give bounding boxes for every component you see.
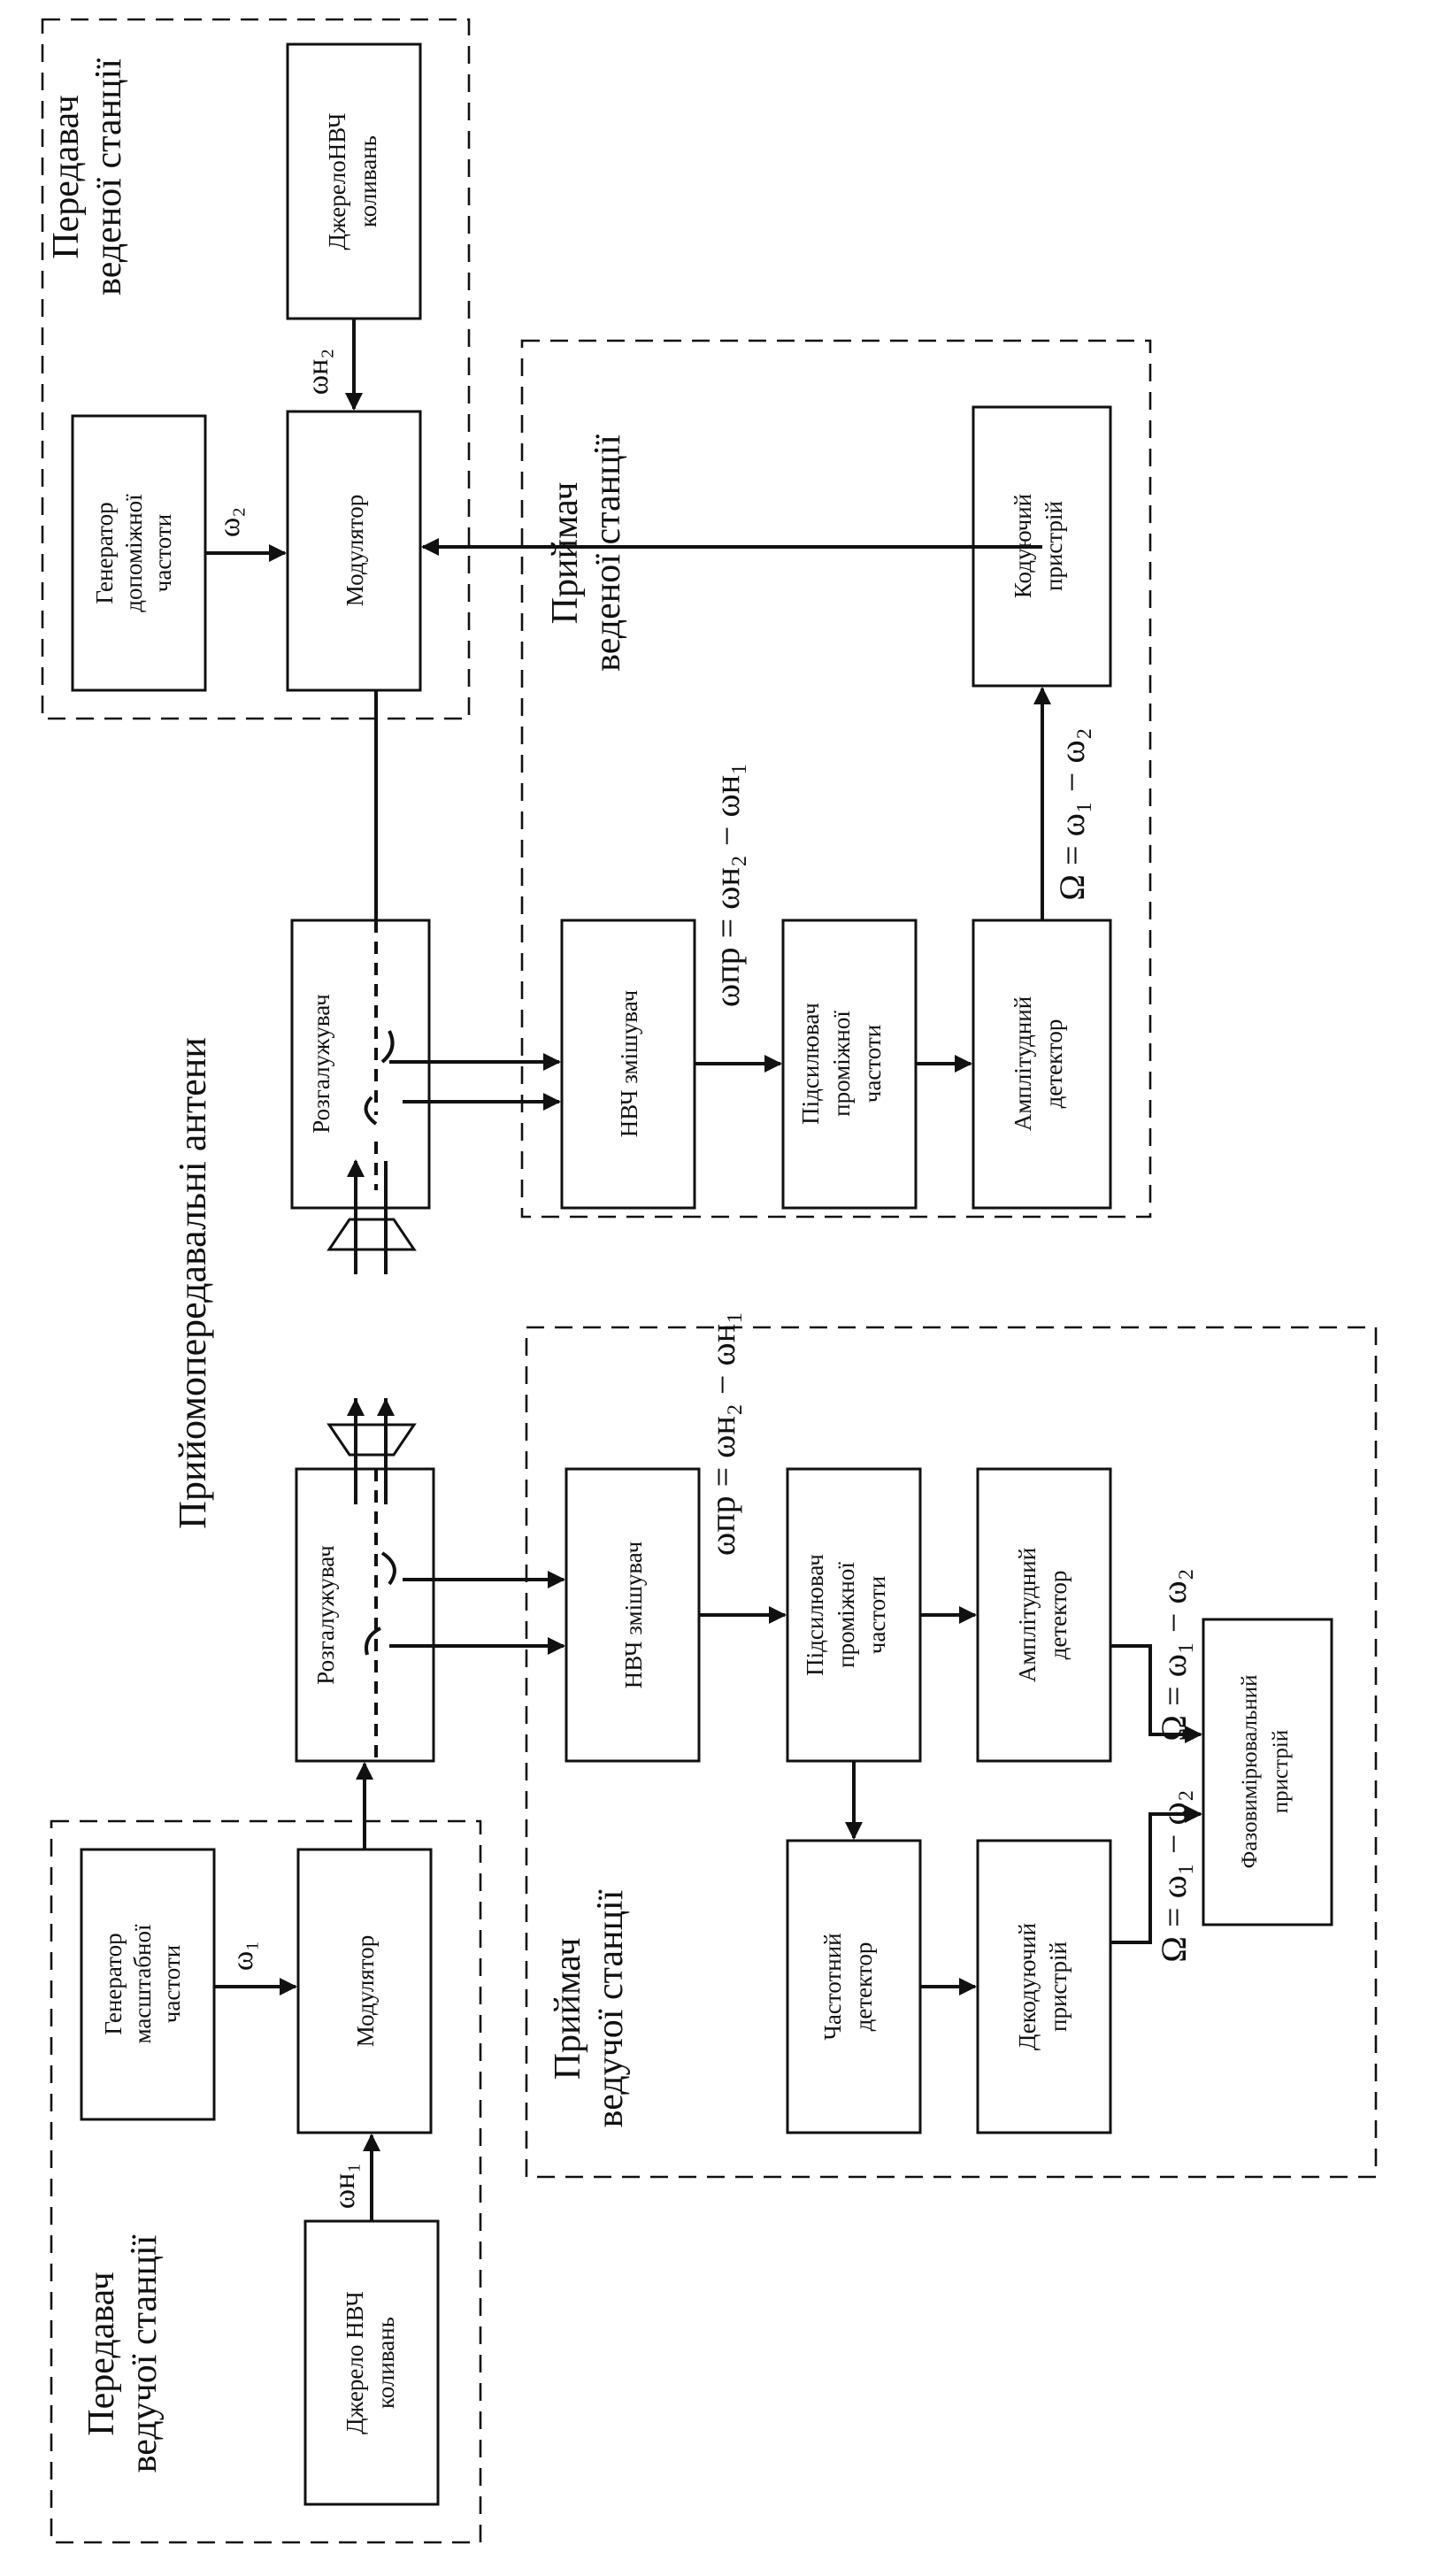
master-mixer-label: НВЧ змішувач — [620, 1542, 647, 1689]
coder-line-2: пристрій — [1041, 501, 1067, 591]
block-scale-generator: Генератор масштабної частоти — [80, 1848, 216, 2121]
block-slave-splitter: Розгалужувач — [290, 919, 431, 1210]
antennas-label: Прийомопередавальні антени — [171, 1037, 214, 1529]
master-src-line-2: коливань — [373, 2317, 399, 2409]
block-slave-mixer: НВЧ змішувач — [560, 919, 696, 1210]
phase-line-2: пристрій — [1269, 1730, 1293, 1813]
master-splitter-curve-b — [365, 1626, 381, 1656]
label-omega-if-master: ωпр = ωн₂ − ωн₁ — [703, 1311, 742, 1556]
master-splitter-curve-a — [380, 1551, 396, 1586]
tx-master-title-1: Передавач — [81, 2272, 122, 2435]
arrow-amdet-to-phase — [1110, 1644, 1202, 1743]
slave-ifamp-line-1: Підсилювач — [797, 1003, 824, 1125]
label-omega-n2: ωн₂ — [302, 349, 334, 395]
block-slave-if-amp: Підсилювач проміжної частоти — [781, 919, 918, 1210]
rx-slave-frame — [520, 339, 1152, 1219]
slave-src-line-1: ДжерелоНВЧ — [324, 113, 350, 250]
tx-master-frame — [50, 1819, 482, 2544]
block-phase-meter: Фазовимірювальний пристрій — [1202, 1618, 1333, 1926]
rx-master-title-2: ведучої станції — [590, 1889, 631, 2127]
tx-slave-title-2: веденої станції — [88, 58, 129, 296]
freqdet-line-2: детектор — [850, 1942, 877, 2032]
slave-mixer-label: НВЧ змішувач — [616, 990, 642, 1138]
block-frequency-detector: Частотний детектор — [786, 1839, 922, 2134]
decoder-line-1: Декодуючий — [1014, 1923, 1041, 2050]
block-master-modulator: Модулятор — [296, 1848, 433, 2134]
label-omega1: ω₁ — [227, 1941, 259, 1971]
aux-gen-line-3: частоти — [150, 514, 176, 592]
phase-line-1: Фазовимірювальний — [1238, 1674, 1262, 1868]
arrow-decoder-to-phase — [1110, 1805, 1202, 1944]
block-slave-am-detector: Амплітудний детектор — [972, 919, 1112, 1210]
block-master-splitter: Розгалужувач — [295, 1467, 435, 1763]
master-ifamp-line-1: Підсилювач — [802, 1554, 828, 1676]
freqdet-line-1: Частотний — [819, 1933, 846, 2040]
scale-gen-line-3: частоти — [158, 1945, 185, 2023]
slave-splitter-curve-b — [364, 1096, 378, 1126]
slave-amdet-line-1: Амплітудний — [1010, 996, 1036, 1131]
aux-gen-line-1: Генератор — [91, 502, 118, 604]
aux-gen-line-2: допоміжної — [120, 494, 147, 612]
block-decoder: Декодуючий пристрій — [976, 1839, 1112, 2134]
block-master-source: Джерело НВЧ коливань — [303, 2219, 440, 2506]
slave-splitter-curve-a — [380, 1030, 395, 1064]
block-slave-source: ДжерелоНВЧ коливань — [286, 42, 422, 320]
master-splitter-label: Розгалужувач — [312, 1545, 339, 1684]
label-omega-n1: ωн₁ — [328, 2163, 361, 2209]
slave-ifamp-line-2: проміжної — [828, 1011, 855, 1117]
slave-src-line-2: коливань — [355, 135, 381, 227]
tx-slave-title-1: Передавач — [46, 95, 87, 258]
rx-slave-title-1: Приймач — [545, 482, 586, 625]
master-amdet-line-1: Амплітудний — [1014, 1548, 1041, 1682]
block-master-am-detector: Амплітудний детектор — [976, 1467, 1112, 1763]
rx-master-frame — [525, 1326, 1378, 2179]
master-ifamp-line-3: частоти — [864, 1576, 890, 1654]
label-omega2: ω₂ — [213, 507, 246, 537]
master-ifamp-line-2: проміжної — [833, 1562, 859, 1668]
slave-ifamp-line-3: частоти — [859, 1025, 886, 1103]
tx-slave-frame — [41, 18, 471, 720]
decoder-line-2: пристрій — [1045, 1942, 1071, 2032]
label-Omega-slave: Ω = ω₁ − ω₂ — [1052, 727, 1092, 900]
scale-gen-line-1: Генератор — [100, 1933, 127, 2034]
tx-master-title-2: ведучої станції — [124, 2234, 165, 2472]
rx-master-title-1: Приймач — [548, 1938, 588, 2080]
rx-slave-title-2: веденої станції — [588, 434, 628, 672]
block-master-mixer: НВЧ змішувач — [565, 1467, 701, 1763]
master-src-line-1: Джерело НВЧ — [342, 2291, 368, 2434]
block-master-if-amp: Підсилювач проміжної частоти — [786, 1467, 922, 1763]
slave-splitter-label: Розгалужувач — [308, 994, 334, 1133]
label-Omega-master-b: Ω = ω₁ − ω₂ — [1154, 1789, 1194, 1962]
slave-amdet-line-2: детектор — [1041, 1019, 1067, 1109]
slave-antenna-icon — [326, 1159, 417, 1274]
master-amdet-line-2: детектор — [1045, 1571, 1071, 1660]
master-antenna-icon — [326, 1398, 417, 1504]
scale-gen-line-2: масштабної — [129, 1924, 156, 2043]
label-omega-if-slave: ωпр = ωн₂ − ωн₁ — [707, 763, 747, 1007]
label-Omega-master-a: Ω = ω₁ − ω₂ — [1154, 1568, 1194, 1741]
block-slave-modulator: Модулятор — [286, 410, 422, 692]
block-aux-generator: Генератор допоміжної частоти — [71, 414, 207, 692]
slave-mod-label: Модулятор — [342, 495, 368, 606]
master-mod-label: Модулятор — [352, 1935, 379, 2047]
